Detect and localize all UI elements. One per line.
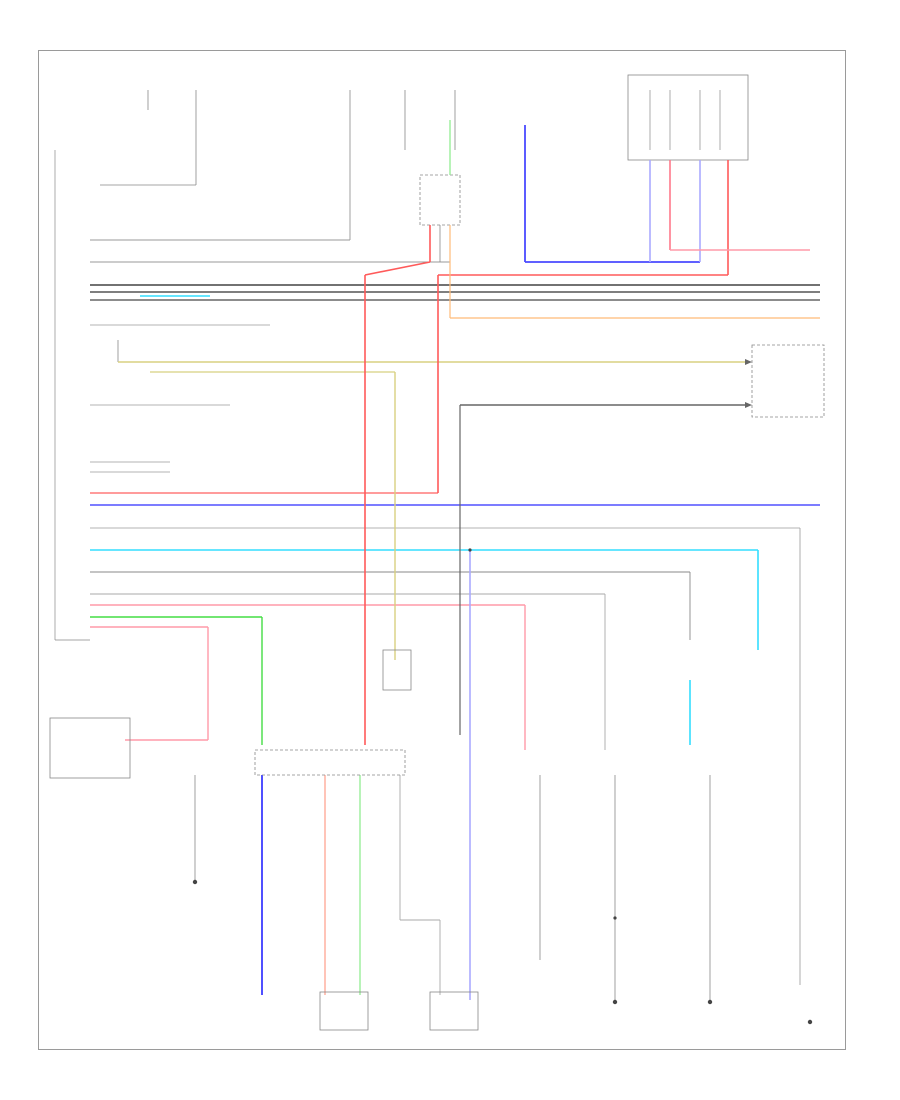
top-fuse-labels (100, 90, 456, 240)
relay-box (627, 74, 749, 161)
vertical-wires (125, 120, 810, 1000)
edge-arrows (745, 359, 752, 408)
component-boxes (49, 344, 825, 1031)
junction-dots (192, 548, 813, 1025)
small-relay (419, 174, 461, 226)
horizontal-wires (90, 239, 820, 628)
ecu-connector-column (54, 150, 90, 641)
